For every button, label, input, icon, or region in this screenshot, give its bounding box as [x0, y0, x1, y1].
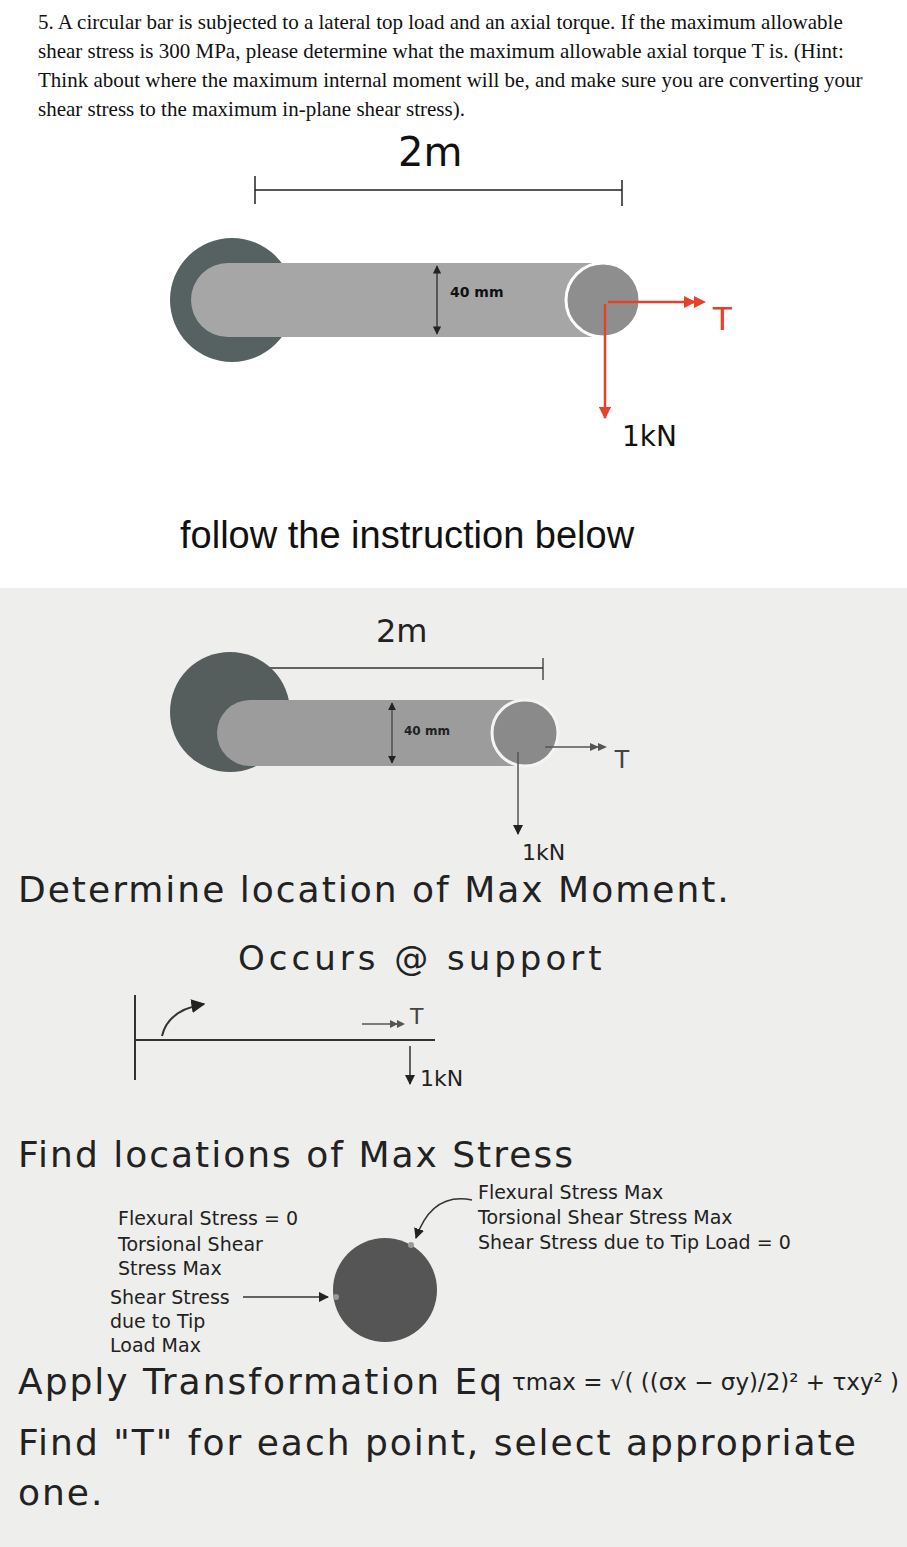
load-label: 1kN: [420, 1066, 463, 1092]
moment-arrow: [162, 1004, 204, 1036]
note-heading: Find locations of Max Stress: [18, 1133, 575, 1176]
instruction-text: follow the instruction below: [180, 512, 634, 558]
note-heading: Determine location of Max Moment.: [18, 868, 731, 911]
point-marker: [333, 1294, 339, 1300]
stress-note: Torsional Shear Stress Max: [118, 1232, 283, 1280]
dimension-label: 2m: [376, 612, 428, 650]
stress-note: Shear Stress due to Tip Load Max: [110, 1285, 240, 1357]
point-marker: [408, 1242, 414, 1248]
note-text: Occurs @ support: [238, 938, 606, 979]
bar-end-face: [566, 263, 640, 337]
torque-label: T: [614, 744, 630, 775]
photo-ground: [0, 588, 907, 1547]
load-label: 1kN: [522, 840, 565, 866]
diameter-arrow: [391, 703, 392, 763]
dimension-label: 2m: [398, 128, 462, 176]
diameter-arrow: [436, 266, 437, 334]
note-heading: Apply Transformation Eq: [18, 1360, 504, 1403]
formula: τmax = √( ((σx − σy)/2)² + τxy² ): [512, 1368, 899, 1396]
cross-section: [333, 1238, 437, 1342]
stress-note: Flexural Stress = 0: [118, 1206, 308, 1230]
dimension-label: 40 mm: [450, 284, 504, 301]
load-arrow: [604, 304, 607, 418]
load-arrow: [517, 752, 519, 834]
torque-arrow-heads: [390, 1020, 405, 1028]
dimension-tick: [542, 658, 543, 680]
beam-sketch: [135, 1039, 435, 1041]
leader-arrow: [243, 1296, 328, 1298]
leader-arrow: [416, 1199, 472, 1238]
note-text: Find "T" for each point, select appropri…: [18, 1418, 888, 1518]
dimension-label: 40 mm: [404, 724, 450, 738]
torque-arrow-heads: [590, 743, 607, 751]
fixed-support: [134, 995, 136, 1080]
dimension-tick: [254, 176, 256, 204]
dimension-line: [255, 189, 622, 191]
stress-note: Flexural Stress Max: [478, 1181, 663, 1204]
dimension-tick: [621, 180, 623, 206]
bar-body: [217, 700, 525, 766]
dimension-line: [240, 667, 543, 668]
torque-arrow-heads: [684, 296, 706, 308]
stress-note: Shear Stress due to Tip Load = 0: [478, 1231, 791, 1254]
problem-statement: 5. A circular bar is subjected to a late…: [38, 8, 888, 124]
stress-note: Torsional Shear Stress Max: [478, 1206, 733, 1229]
torque-label: T: [410, 1004, 423, 1030]
page-ground: [0, 0, 907, 588]
bar-body: [191, 263, 603, 337]
load-arrow: [409, 1046, 411, 1084]
torque-label: T: [712, 298, 733, 339]
load-label: 1kN: [622, 420, 677, 454]
bar-end-face: [492, 700, 558, 766]
